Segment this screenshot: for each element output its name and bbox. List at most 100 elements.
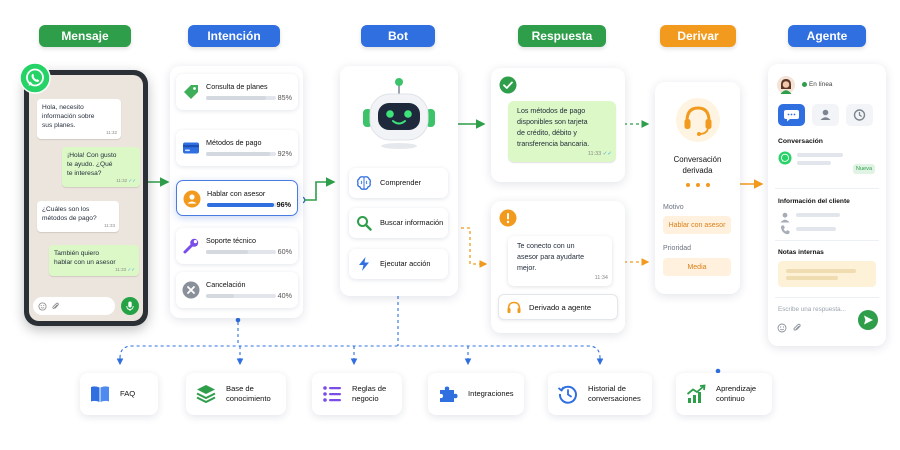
confidence-bar bbox=[206, 250, 276, 254]
chat-message: ¡Hola! Con gusto te ayudo. ¿Qué te inter… bbox=[62, 147, 140, 187]
emoji-icon[interactable] bbox=[777, 323, 787, 333]
divider bbox=[775, 240, 879, 241]
label-line: negocio bbox=[352, 394, 379, 403]
history-icon bbox=[557, 385, 577, 404]
message-time: 11:33 ✓✓ bbox=[588, 149, 612, 160]
handoff-bubble: Te conecto con un asesor para ayudarte m… bbox=[508, 236, 612, 286]
mic-button[interactable] bbox=[121, 297, 139, 315]
client-phone-icon bbox=[781, 225, 790, 235]
label-line: Integraciones bbox=[468, 389, 514, 398]
placeholder-line bbox=[786, 276, 838, 280]
header-respuesta: Respuesta bbox=[518, 25, 606, 47]
emoji-icon[interactable] bbox=[38, 301, 47, 311]
layers-icon bbox=[196, 385, 216, 404]
intent-label: Métodos de pago bbox=[206, 138, 262, 147]
confidence-fill bbox=[207, 203, 275, 207]
derived-to-agent-button[interactable]: Derivado a agente bbox=[498, 294, 618, 320]
client-info-label: Información del cliente bbox=[778, 198, 850, 205]
message-line: te ayudo. ¿Qué bbox=[67, 161, 113, 168]
bot-action-buscar-informacion[interactable]: Buscar información bbox=[349, 208, 448, 238]
phone-mockup: Hola, necesito información sobre sus pla… bbox=[24, 70, 148, 326]
conversation-label: Conversación bbox=[778, 138, 823, 145]
clock-icon bbox=[853, 109, 866, 121]
time-text: 11:33 bbox=[587, 151, 602, 157]
intent-consulta-de-planes[interactable]: Consulta de planes 85% bbox=[176, 74, 298, 110]
confidence-fill bbox=[206, 152, 271, 156]
intent-hablar-con-asesor[interactable]: Hablar con asesor 96% bbox=[176, 180, 298, 216]
motivo-value: Hablar con asesor bbox=[663, 216, 731, 234]
resource-integraciones[interactable]: Integraciones bbox=[428, 373, 524, 415]
user-icon bbox=[820, 109, 831, 120]
internal-notes-label: Notas internas bbox=[778, 249, 824, 256]
tab-profile[interactable] bbox=[812, 104, 839, 126]
message-composer bbox=[33, 297, 139, 315]
bot-reply-bubble: Los métodos de pago disponibles son tarj… bbox=[508, 101, 616, 162]
send-button[interactable] bbox=[858, 310, 878, 330]
chart-growth-icon bbox=[686, 384, 706, 403]
time-text: 11:32 bbox=[116, 178, 128, 183]
message-line: También quiero bbox=[54, 250, 100, 257]
reply-line: de crédito, débito y bbox=[517, 129, 577, 137]
headset-icon bbox=[507, 301, 521, 313]
tag-icon bbox=[184, 85, 198, 99]
intent-metodos-de-pago[interactable]: Métodos de pago 92% bbox=[176, 130, 298, 166]
confidence-bar bbox=[206, 294, 276, 298]
reply-input[interactable]: Escribe una respuesta... bbox=[778, 306, 846, 313]
client-user-icon bbox=[780, 212, 790, 223]
handoff-line: Te conecto con un bbox=[517, 242, 575, 250]
confidence-bar bbox=[206, 152, 276, 156]
message-line: hablar con un asesor bbox=[54, 259, 116, 266]
motivo-label: Motivo bbox=[663, 204, 684, 211]
reply-line: disponibles son tarjeta bbox=[517, 118, 588, 126]
message-time: 11:33 bbox=[104, 223, 115, 228]
action-label: Ejecutar acción bbox=[380, 259, 431, 268]
label-line: Aprendizaje bbox=[716, 384, 757, 393]
label-line: conversaciones bbox=[588, 394, 641, 403]
placeholder-line bbox=[797, 161, 831, 165]
message-line: Hola, necesito bbox=[42, 104, 84, 111]
attach-icon[interactable] bbox=[792, 323, 802, 333]
confidence-fill bbox=[206, 294, 234, 298]
message-input[interactable] bbox=[33, 297, 115, 315]
internal-notes-box[interactable] bbox=[778, 261, 876, 287]
bot-action-ejecutar-accion[interactable]: Ejecutar acción bbox=[349, 249, 448, 279]
reply-line: Los métodos de pago bbox=[517, 107, 586, 115]
intent-confidence: 92% bbox=[277, 149, 292, 158]
search-icon bbox=[357, 216, 372, 231]
message-line: información sobre bbox=[42, 113, 95, 120]
brain-icon bbox=[357, 176, 371, 190]
header-derivar: Derivar bbox=[660, 25, 736, 47]
title-line: Conversación bbox=[673, 155, 722, 164]
puzzle-icon bbox=[440, 386, 458, 402]
title-line: derivada bbox=[682, 166, 713, 175]
tab-history[interactable] bbox=[846, 104, 873, 126]
tab-chat[interactable] bbox=[778, 104, 805, 126]
message-time: 11:32 ✓✓ bbox=[116, 176, 136, 185]
warning-icon bbox=[499, 209, 517, 227]
message-line: ¡Hola! Con gusto bbox=[67, 152, 117, 159]
intent-cancelacion[interactable]: Cancelación 40% bbox=[176, 272, 298, 308]
intent-confidence: 85% bbox=[277, 93, 292, 102]
label-line: conocimiento bbox=[226, 394, 271, 403]
message-time: 11:32 bbox=[106, 130, 117, 135]
placeholder-line bbox=[796, 227, 836, 231]
dot bbox=[696, 183, 700, 187]
bot-action-comprender[interactable]: Comprender bbox=[349, 168, 448, 198]
message-time: 11:33 ✓✓ bbox=[115, 265, 135, 274]
intent-soporte-tecnico[interactable]: Soporte técnico 60% bbox=[176, 228, 298, 264]
mic-icon bbox=[126, 301, 134, 311]
resource-faq[interactable]: FAQ bbox=[80, 373, 158, 415]
divider bbox=[775, 188, 879, 189]
label-line: FAQ bbox=[120, 389, 136, 398]
attach-icon[interactable] bbox=[51, 302, 60, 311]
action-label: Buscar información bbox=[380, 218, 444, 227]
intent-label: Soporte técnico bbox=[206, 236, 256, 245]
